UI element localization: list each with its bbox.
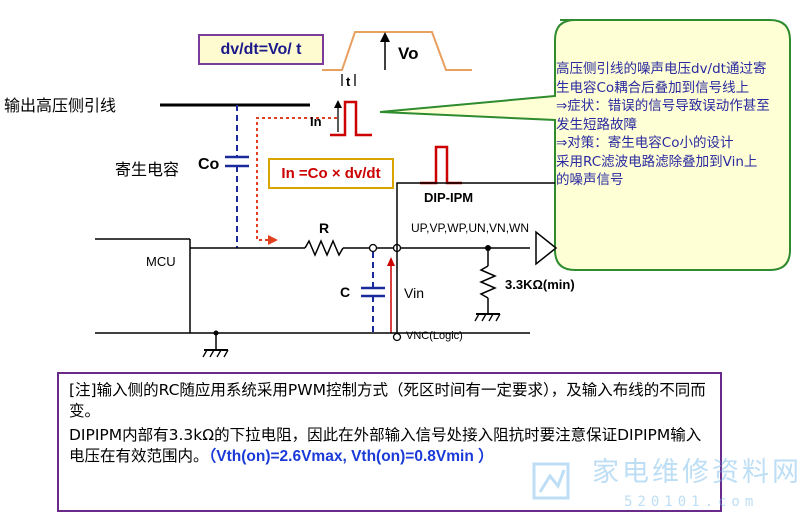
node-c — [368, 243, 378, 253]
callout-line-2: ⇒症状：错误的信号导致误动作甚至发生短路故障 — [556, 98, 770, 133]
in-label: In — [310, 114, 322, 129]
vo-arrow-head — [380, 32, 390, 42]
pulldown-ground-hatch-4 — [495, 313, 501, 322]
pulldown-ground-hatch-1 — [474, 313, 480, 322]
in-pulse-lower — [420, 145, 462, 185]
mcu-ground-hatch-3 — [216, 349, 222, 358]
callout-line-1: 高压侧引线的噪声电压dv/dt通过寄生电容Co耦合后叠加到信号线上 — [556, 61, 767, 96]
coupling-path — [256, 117, 337, 241]
callout-line-4: 采用RC滤波电路滤除叠加到Vin上的噪声信号 — [556, 153, 758, 189]
callout-line-3: ⇒对策：寄生电容Co小的设计 — [556, 135, 734, 151]
dvdt-formula-box: dv/dt=Vo/ t — [198, 34, 324, 65]
vin-arrow-head — [387, 257, 395, 266]
in-arrow-head — [334, 100, 342, 108]
watermark-url: 520101.com — [624, 494, 759, 510]
inputs-label: UP,VP,WP,UN,VN,WN — [411, 221, 530, 235]
vo-label: Vo — [398, 44, 419, 63]
watermark: 家电维修资料网 520101.com — [528, 444, 808, 526]
dip-ipm-label: DIP-IPM — [424, 190, 474, 205]
pulldown-label: 3.3KΩ(min) — [505, 277, 575, 292]
watermark-logo-icon — [532, 462, 570, 500]
note-paragraph-2-main: DIPIPM内部有3.3kΩ的下拉电阻，因此在外部输入信号处接入阻抗时要注意保证… — [69, 426, 702, 465]
mcu-ground-hatch-2 — [209, 349, 215, 358]
t-label: t — [346, 74, 351, 89]
note-box: [注]输入侧的RC随应用系统采用PWM控制方式（死区时间有一定要求），及输入布线… — [57, 372, 722, 512]
co-label: Co — [198, 156, 220, 173]
pulldown-resistor — [479, 265, 497, 299]
mcu-label: MCU — [146, 254, 176, 269]
c-label: C — [340, 284, 351, 300]
pulldown-ground-hatch-3 — [488, 313, 494, 322]
note-paragraph-1: [注]输入侧的RC随应用系统采用PWM控制方式（死区时间有一定要求），及输入布线… — [69, 381, 706, 420]
vnc-label: VNC(Logic) — [406, 330, 463, 342]
note-threshold-range: （Vth(on)=2.6Vmax, Vth(on)=0.8Vmin ） — [208, 448, 494, 465]
resistor-r — [304, 239, 344, 257]
input-buffer — [535, 230, 558, 266]
hv-lead-label: 输出高压侧引线 — [4, 96, 117, 115]
r-label: R — [319, 220, 330, 236]
mcu-ground-hatch-4 — [223, 349, 229, 358]
callout-bubble — [379, 19, 791, 271]
vin-label: Vin — [404, 285, 424, 301]
in-pulse-upper — [330, 100, 372, 137]
mcu-ground-hatch-1 — [202, 349, 208, 358]
dvdt-formula: dv/dt=Vo/ t — [220, 41, 302, 58]
watermark-text: 家电维修资料网 — [592, 457, 802, 488]
coupling-arrow-head — [268, 235, 278, 245]
dip-ipm-outline — [396, 182, 555, 333]
callout-text: 高压侧引线的噪声电压dv/dt通过寄生电容Co耦合后叠加到信号线上 ⇒症状：错误… — [556, 60, 770, 190]
pulldown-ground-hatch-2 — [481, 313, 487, 322]
vo-waveform — [322, 31, 472, 71]
node-ground — [392, 332, 402, 342]
in-formula: In =Co × dv/dt — [281, 165, 381, 182]
in-formula-box: In =Co × dv/dt — [268, 158, 394, 189]
parasitic-cap-label: 寄生电容 — [115, 160, 180, 179]
note-paragraph-2: DIPIPM内部有3.3kΩ的下拉电阻，因此在外部输入信号处接入阻抗时要注意保证… — [69, 425, 710, 467]
